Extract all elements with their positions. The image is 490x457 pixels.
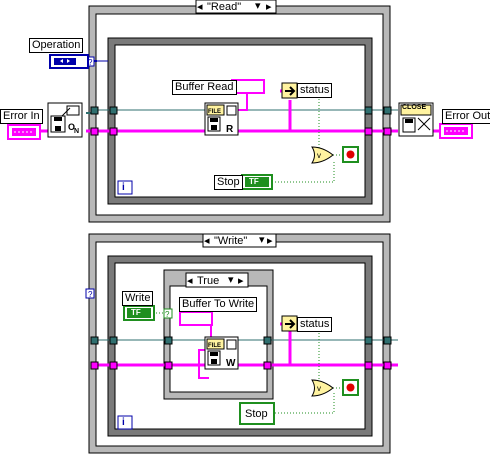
svg-text:N: N (74, 128, 79, 135)
buffer-read-label: Buffer Read (172, 80, 237, 95)
read-case-selector-increment-icon[interactable]: ▸ (266, 1, 272, 13)
read-stop-bool-constant[interactable] (241, 174, 273, 190)
svg-text:FILE: FILE (208, 109, 221, 115)
write-file-node[interactable]: FILE W (204, 336, 239, 370)
write-unbundle-arrow-icon (281, 315, 298, 332)
inner-case-selector-increment-icon[interactable]: ▸ (238, 275, 244, 287)
operation-enum-control[interactable] (49, 54, 89, 69)
read-file-node[interactable]: FILE R (204, 102, 239, 136)
buffer-to-write-label: Buffer To Write (179, 297, 258, 312)
write-label: Write (122, 291, 154, 306)
buffer-to-write-control[interactable] (179, 311, 213, 326)
write-const-text: TF (131, 308, 141, 317)
read-stop-condition-icon (342, 146, 359, 163)
read-stop-label: Stop (214, 175, 243, 190)
write-bool-constant[interactable] (123, 305, 155, 321)
write-stop-condition-icon (342, 379, 359, 396)
write-stop-label: Stop (245, 408, 268, 420)
read-unbundle-arrow-icon (281, 82, 298, 99)
write-case-selector-terminal (85, 288, 95, 299)
svg-text:v: v (317, 151, 321, 160)
error-in-cluster-control[interactable] (7, 124, 41, 140)
error-in-label: Error In (0, 109, 43, 124)
inner-selector-question-icon: ? (165, 310, 170, 319)
close-file-node[interactable] (398, 102, 434, 137)
error-out-label: Error Out (442, 109, 490, 124)
svg-text:R: R (226, 124, 234, 135)
write-case-selector-box[interactable] (202, 233, 277, 248)
inner-case-selector-label: True (197, 275, 220, 287)
write-selector-question-icon: ? (88, 290, 93, 299)
write-status-label: status (297, 317, 333, 332)
inner-true-case-structure[interactable] (163, 269, 274, 400)
read-or-gate[interactable]: v (311, 146, 334, 164)
read-loop-index-label: i (122, 182, 125, 193)
read-iteration-terminal (117, 180, 133, 195)
write-tunnels (90, 336, 392, 370)
svg-text:O: O (68, 122, 75, 132)
write-stop-button-control[interactable] (239, 402, 275, 425)
close-node-label: CLOSE (402, 104, 427, 111)
svg-text:FILE: FILE (208, 343, 221, 349)
read-status-label: status (297, 83, 333, 98)
write-case-selector-decrement-icon[interactable]: ◂ (204, 235, 210, 247)
write-case-selector-dropdown-icon[interactable]: ▾ (259, 234, 265, 246)
write-iteration-terminal (117, 415, 133, 430)
operation-label: Operation (29, 38, 84, 53)
inner-case-selector-decrement-icon[interactable]: ◂ (187, 275, 193, 287)
read-case-selector-box[interactable] (195, 0, 277, 14)
write-case-selector-increment-icon[interactable]: ▸ (267, 235, 273, 247)
inner-case-selector-dropdown-icon[interactable]: ▾ (228, 274, 234, 286)
read-tunnels (90, 106, 392, 136)
write-or-gate[interactable]: v (311, 379, 334, 397)
write-bool-wire (156, 312, 343, 414)
write-loop-index-label: i (122, 417, 125, 428)
error-out-cluster-indicator[interactable] (439, 123, 473, 139)
read-case-selector-dropdown-icon[interactable]: ▾ (255, 0, 261, 12)
read-while-loop[interactable] (107, 37, 373, 205)
read-selector-question-icon: ? (88, 58, 93, 67)
svg-text:W: W (226, 358, 236, 369)
read-stop-const-text: TF (249, 177, 259, 186)
read-case-selector-decrement-icon[interactable]: ◂ (197, 1, 203, 13)
read-case-selector-label: "Read" (207, 1, 242, 13)
open-file-node[interactable]: O N (47, 102, 83, 138)
inner-case-selector-terminal (163, 308, 173, 319)
svg-text:v: v (317, 384, 321, 393)
inner-case-selector-box[interactable] (185, 272, 249, 288)
write-case-selector-label: "Write" (214, 235, 248, 247)
buffer-read-indicator[interactable] (231, 79, 265, 94)
